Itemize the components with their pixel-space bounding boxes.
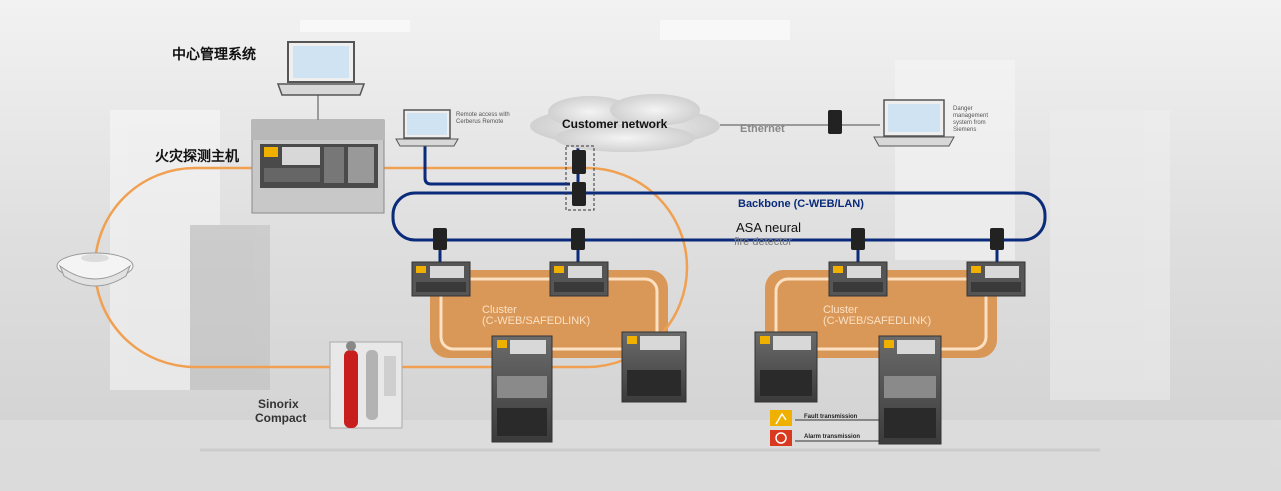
gateway-modules	[565, 145, 595, 211]
backbone-label: Backbone (C-WEB/LAN)	[738, 198, 864, 210]
cabinet-panels	[491, 331, 942, 445]
ethernet-switch-icon	[828, 110, 842, 134]
sinorix-label-line1: Sinorix	[258, 397, 299, 411]
danger-mgmt-laptop-icon	[873, 99, 955, 147]
customer-network-label: Customer network	[562, 117, 668, 131]
central-mgmt-label: 中心管理系统	[172, 47, 256, 63]
remote-access-note: Remote access with Cerberus Remote	[456, 112, 510, 125]
danger-mgmt-note: Danger management system from Siemens	[953, 106, 989, 133]
asa-label-line2: fire detector	[734, 236, 793, 248]
compact-panels	[411, 261, 1026, 297]
central-mgmt-computer-icon	[276, 41, 366, 96]
remote-link	[423, 146, 570, 186]
fire-panel-label: 火灾探测主机	[155, 149, 239, 165]
network-modules	[433, 228, 1004, 250]
fire-panel-icon	[251, 119, 385, 214]
sinorix-label-line2: Compact	[255, 411, 307, 425]
cluster-left-label-line1: Cluster	[482, 304, 517, 316]
remote-laptop-icon	[395, 109, 459, 147]
customer-network-cloud	[530, 94, 720, 152]
fault-transmission-label: Fault transmission	[804, 414, 858, 420]
sinorix-unit-icon	[329, 341, 403, 429]
cluster-left-label-line2: (C-WEB/SAFEDLINK)	[482, 315, 591, 327]
cluster-right-label-line2: (C-WEB/SAFEDLINK)	[823, 315, 932, 327]
cluster-right-label-line1: Cluster	[823, 304, 858, 316]
ethernet-label: Ethernet	[740, 123, 785, 135]
background-room	[0, 20, 1281, 491]
backbone-ring	[391, 191, 1047, 242]
legend-icons	[770, 410, 880, 446]
alarm-transmission-label: Alarm transmission	[804, 434, 861, 440]
smoke-detector-icon	[56, 252, 134, 287]
asa-label-line1: ASA neural	[736, 220, 802, 235]
